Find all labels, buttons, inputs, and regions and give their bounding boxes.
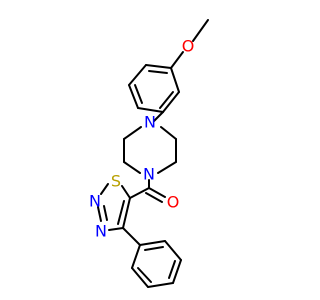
bond-ring1-a (170, 67, 180, 93)
bond-ring-n (153, 111, 164, 122)
thiadiazole-sulfur-label: S (111, 172, 121, 191)
bond-carbonyl-c5 (129, 187, 150, 199)
bond-ring1-b-inner (159, 91, 174, 109)
bond-ring1-f (145, 64, 172, 69)
bond-n2-n3-1 (97, 206, 102, 222)
bond-pip-c (157, 161, 177, 174)
bond-ph-d-inner (168, 260, 176, 279)
bond-ph-f (139, 240, 166, 246)
bond-c5-s (121, 185, 131, 199)
bond-methyl-o (192, 19, 209, 42)
piperazine-n-bottom-label: N (143, 165, 155, 184)
bond-ring1-b (162, 91, 180, 113)
bond-c4-c5 (122, 197, 131, 229)
bond-c4-c5-inner (117, 200, 125, 225)
bond-ph-b (131, 267, 149, 288)
bond-ring1-f-inner (148, 70, 168, 74)
atom-labels: O N N O S N N (89, 37, 194, 241)
bond-ph-f-inner (144, 246, 164, 251)
bond-ring1-d (128, 84, 139, 109)
bond-carbonyl-o-2 (145, 192, 163, 203)
bonds (97, 19, 209, 288)
bond-ring1-e (128, 64, 147, 86)
molecule-structure: O N N O S N N (89, 19, 209, 288)
piperazine-n-top-label: N (144, 113, 156, 132)
bond-n2-n3-2 (103, 205, 108, 221)
carbonyl-oxygen-label: O (167, 193, 180, 212)
bond-pip-d (123, 161, 141, 174)
bond-ring1-d-inner (134, 84, 143, 104)
bond-ring1-c (137, 107, 164, 113)
bond-carbonyl-o-1 (148, 187, 166, 198)
bond-ph-e (164, 240, 182, 261)
thiadiazole-n2-label: N (89, 192, 101, 211)
bond-ph-c (147, 282, 174, 288)
bond-n3-c4 (108, 227, 124, 231)
bond-ph-d (172, 259, 182, 284)
methoxy-oxygen-label: O (182, 37, 195, 56)
bond-ph-a (131, 244, 141, 269)
bond-s-n2 (100, 183, 109, 195)
bond-pip-f (123, 126, 142, 140)
bond-c4-phenyl (122, 227, 141, 246)
bond-ph-b-inner (137, 267, 152, 283)
bond-o-ring (170, 51, 184, 69)
thiadiazole-n3-label: N (95, 222, 107, 241)
bond-pip-a (160, 126, 177, 140)
